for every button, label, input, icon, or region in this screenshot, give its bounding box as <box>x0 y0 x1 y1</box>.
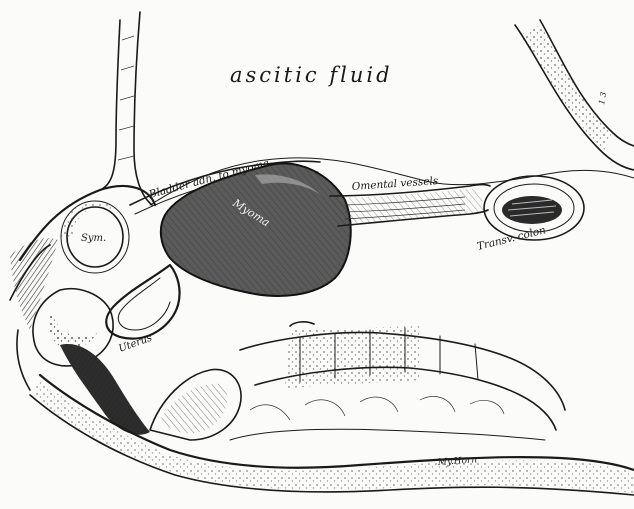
label-transv-colon: Transv. colon <box>476 224 547 253</box>
label-sym: Sym. <box>81 233 106 244</box>
uterus <box>33 265 180 366</box>
abdominal-wall <box>100 12 152 205</box>
label-corner-mark: 1 3 <box>597 91 608 105</box>
perineum-edge <box>17 330 30 390</box>
label-uterus: Uterus <box>117 333 153 355</box>
label-ascitic-fluid: ascitic fluid <box>230 63 393 87</box>
small-intestine-loops <box>150 322 565 440</box>
right-body-wall <box>515 20 634 170</box>
